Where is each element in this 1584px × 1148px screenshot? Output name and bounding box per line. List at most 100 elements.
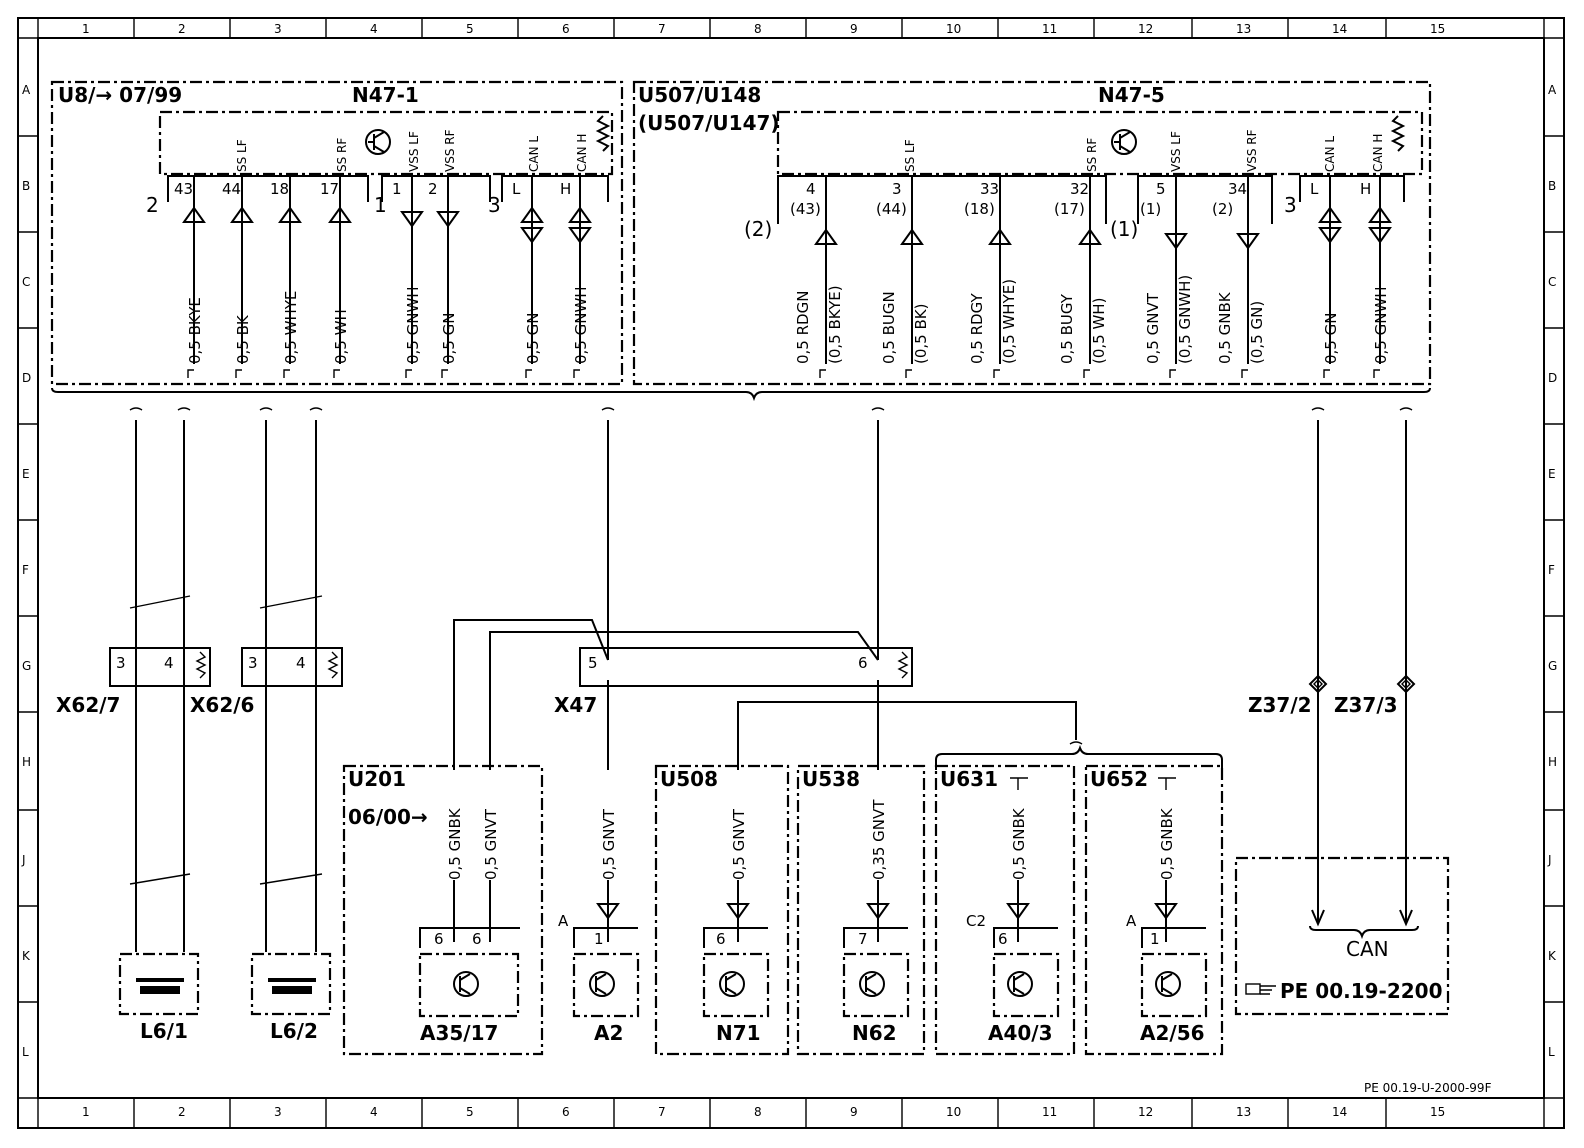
z37-3-splice-icon [1396,674,1416,694]
n47-5-ground-symbol [1390,115,1406,152]
n71-module-box[interactable] [702,952,770,1018]
u631-label: U631 [940,767,998,791]
n47-5-pin: H [1360,180,1371,198]
document-reference: PE 00.19-U-2000-99F [1364,1081,1492,1095]
n47-1-group-1-bracket [381,175,491,202]
column-number: 2 [178,1105,186,1119]
x47-pin-5: 5 [588,654,598,672]
column-number: 13 [1236,22,1251,36]
n47-5-pin-alt: (44) [876,200,907,218]
x62-6-connector[interactable] [241,647,343,687]
row-letter: D [22,371,31,385]
row-letter: E [1548,467,1556,481]
variant-brace [51,387,1431,402]
n47-1-wire-label: 0,5 GNWH [404,286,422,364]
n47-5-wire-label: 0,5 BUGY [1058,293,1076,364]
a2-transistor-icon [589,971,615,997]
column-number: 15 [1430,22,1445,36]
a40-3-wire: 0,5 GNBK [1010,807,1028,880]
n47-5-wire-label: 0,5 RDGY [968,293,986,364]
x47-connector[interactable] [579,647,913,687]
n47-1-pin: 1 [392,180,402,198]
a35-17-module-box[interactable] [418,952,520,1018]
column-number: 5 [466,1105,474,1119]
n62-module-box[interactable] [842,952,910,1018]
n47-5-signal-vss-lf: VSS LF [1169,131,1183,172]
row-letter: F [22,563,29,577]
x47-ground-symbol [897,651,909,679]
u538-variant-box [796,764,926,1056]
n47-1-transistor-icon [365,129,391,155]
row-letter: L [1548,1045,1555,1059]
n47-5-pin-alt: (18) [964,200,995,218]
column-number: 8 [754,22,762,36]
n71-pin: 6 [716,930,726,948]
n47-5-wire-label: 0,5 GNVT [1144,292,1162,364]
column-number: 3 [274,1105,282,1119]
x62-6-pin-3: 3 [248,654,258,672]
z37-2-splice-icon [1308,674,1328,694]
can-reference-link[interactable]: PE 00.19-2200 [1280,979,1443,1003]
row-letter: B [22,179,30,193]
x62-6-label: X62/6 [190,693,254,717]
z37-3-label: Z37/3 [1334,693,1398,717]
n47-5-wire-alt-label: (0,5 WHYE) [1000,279,1018,364]
n47-1-pin: L [512,180,521,198]
column-number: 7 [658,1105,666,1119]
column-number: 5 [466,22,474,36]
n47-5-pin-alt: (43) [790,200,821,218]
n47-5-signal-ss-lf: SS LF [903,139,917,172]
n47-5-pin: 33 [980,180,999,198]
n47-5-signal-ss-rf: SS RF [1085,138,1099,172]
n71-transistor-icon [719,971,745,997]
row-letter: B [1548,179,1556,193]
row-letter: J [21,853,26,867]
a2-56-module-box[interactable] [1140,952,1208,1018]
l6-2-label: L6/2 [270,1019,318,1043]
a2-56-connector-code: A [1126,912,1137,930]
x62-7-ground-symbol [195,651,207,679]
column-number: 13 [1236,1105,1251,1119]
n47-1-group-2-bracket [167,175,369,202]
x62-7-connector[interactable] [109,647,211,687]
pointing-hand-icon [1245,983,1276,995]
can-label: CAN [1346,937,1389,961]
n47-5-pin: L [1310,180,1319,198]
column-number: 12 [1138,22,1153,36]
n47-5-transistor-icon [1111,129,1137,155]
n47-5-variant-alt-label: (U507/U147) [638,111,780,135]
column-number: 7 [658,22,666,36]
column-number: 8 [754,1105,762,1119]
n47-1-pin: 17 [320,180,339,198]
a2-module-box[interactable] [572,952,640,1018]
n62-label: N62 [852,1021,897,1045]
row-letter: F [1548,563,1555,577]
l6-1-sensor-box [118,952,200,1016]
a40-3-module-box[interactable] [992,952,1060,1018]
n47-1-module-box [158,110,614,176]
n47-5-wire-alt-label: (0,5 WH) [1090,298,1108,364]
row-letter: L [22,1045,29,1059]
a35-17-pin-6a: 6 [434,930,444,948]
column-number: 10 [946,22,961,36]
column-number: 3 [274,22,282,36]
row-letter: H [1548,755,1557,769]
column-number: 4 [370,22,378,36]
n47-1-signal-ss-rf: SS RF [335,138,349,172]
n47-1-signal-can-l: CAN L [527,136,541,172]
n47-5-signal-vss-rf: VSS RF [1245,129,1259,172]
n47-1-wire-label: 0,5 BKYE [186,297,204,364]
n47-5-wire-label: 0,5 RDGN [794,291,812,364]
x62-7-pin-3: 3 [116,654,126,672]
n47-1-variant-box [50,80,624,386]
n47-1-signal-vss-lf: VSS LF [407,131,421,172]
a2-56-pin: 1 [1150,930,1160,948]
column-number: 4 [370,1105,378,1119]
n47-1-group-1-label: 1 [374,193,387,217]
n47-5-group-2-bracket [777,175,1107,224]
x62-6-ground-symbol [327,651,339,679]
a2-label: A2 [594,1021,623,1045]
u508-variant-box [654,764,790,1056]
